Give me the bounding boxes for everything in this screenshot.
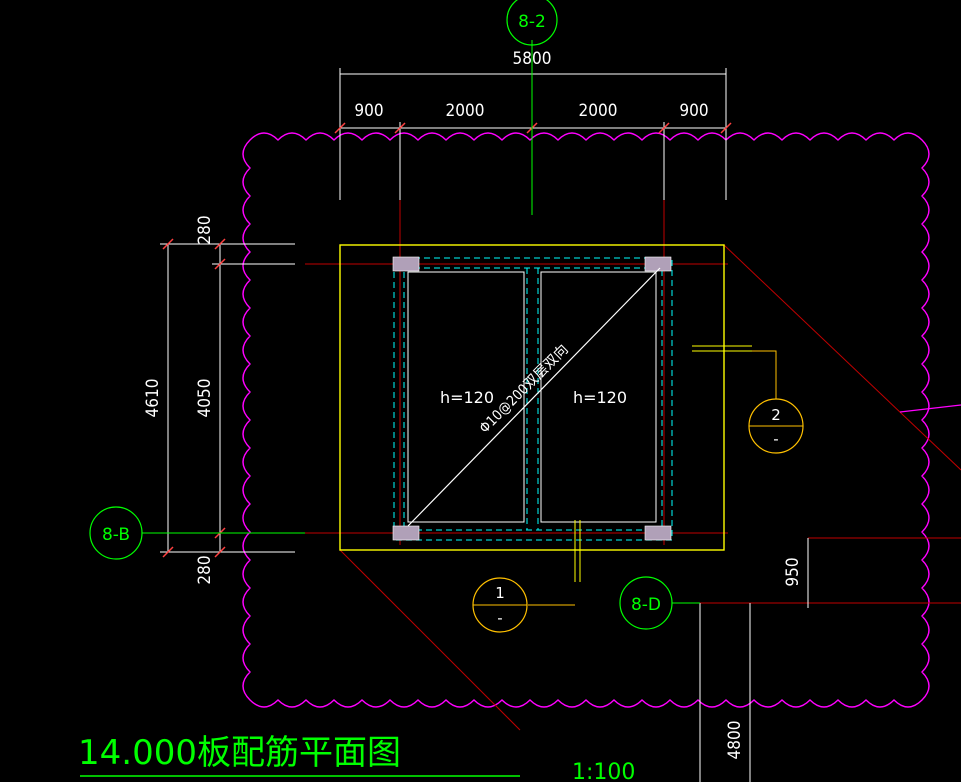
- axis-label-right: 8-D: [631, 595, 661, 615]
- dim-segment-1: 900: [354, 101, 383, 121]
- section-mark-2: 2 -: [692, 345, 804, 454]
- slab-thickness-right: h=120: [573, 388, 627, 407]
- dim-inner-height: 4050: [195, 379, 215, 418]
- axis-bubble-right: 8-D: [619, 576, 673, 630]
- dim-overall-height: 4610: [143, 379, 163, 418]
- section-number-1: 1: [495, 584, 505, 602]
- beam-lines: [393, 257, 673, 541]
- revision-cloud: [242, 132, 930, 708]
- grid-lines: [305, 130, 961, 731]
- axis-bubble-left: 8-B: [89, 506, 143, 560]
- rebar-diagonal: [407, 267, 661, 527]
- slab-thickness-left: h=120: [440, 388, 494, 407]
- section-number-2: 2: [771, 406, 781, 424]
- column: [392, 525, 420, 541]
- drawing-scale: 1:100: [572, 760, 635, 782]
- section-sheet-2: -: [773, 430, 778, 448]
- dim-right-offset: 950: [783, 557, 803, 586]
- dim-top-offset: 280: [195, 215, 215, 244]
- drawing-title: 14.000板配筋平面图: [78, 733, 401, 773]
- slab-outline: [339, 244, 725, 551]
- rebar-lines: [407, 271, 657, 523]
- axis-label-top: 8-2: [518, 12, 546, 32]
- axis-bubble-top: 8-2: [506, 0, 558, 46]
- axis-label-left: 8-B: [102, 525, 130, 545]
- column: [644, 256, 672, 272]
- column: [644, 525, 672, 541]
- axis-lines: [142, 40, 700, 604]
- dimension-ticks: [162, 122, 732, 558]
- dim-lower-right: 4800: [725, 721, 745, 760]
- dim-segment-2: 2000: [446, 101, 485, 121]
- cloud-leader: [899, 404, 961, 413]
- dim-bottom-offset: 280: [195, 555, 215, 584]
- dim-segment-3: 2000: [579, 101, 618, 121]
- dim-segment-4: 900: [679, 101, 708, 121]
- dim-overall-width: 5800: [513, 49, 552, 69]
- section-sheet-1: -: [497, 609, 502, 627]
- column: [392, 256, 420, 272]
- columns: [392, 256, 672, 541]
- section-mark-1: 1 -: [472, 520, 581, 633]
